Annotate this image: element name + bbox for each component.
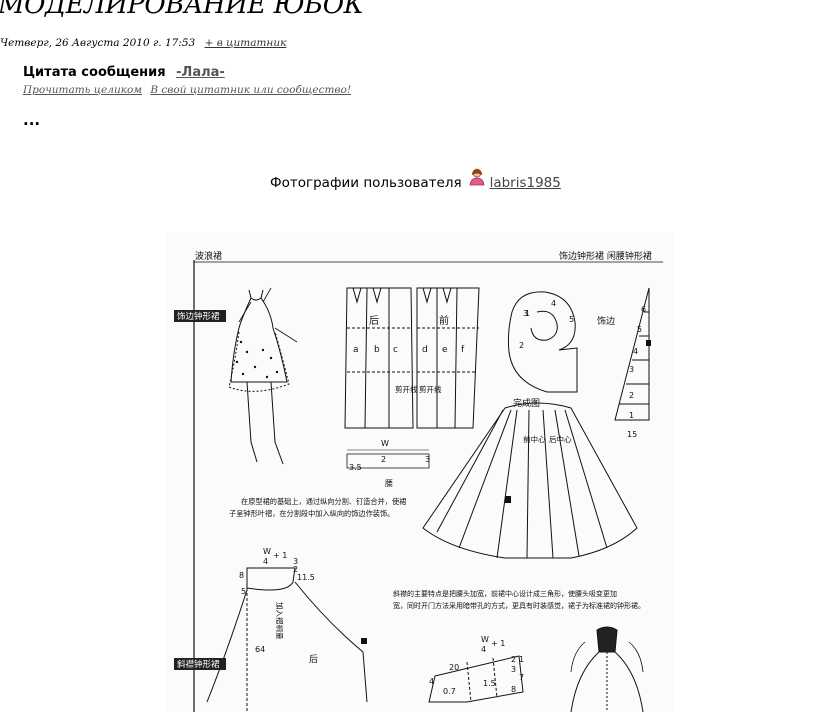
quote-author-link[interactable]: -Лала- <box>176 65 225 80</box>
band-1: 3.5 <box>349 463 362 472</box>
user-icon <box>469 168 485 186</box>
num-3b: 3 <box>511 665 516 674</box>
trim-num-4: 4 <box>633 347 638 356</box>
bottom-w-frac: 4 <box>481 645 486 654</box>
pattern-tag-1: 饰边钟形裙 <box>177 311 220 322</box>
cut-line-1: 剪开线 <box>395 384 418 394</box>
to-quotes-link[interactable]: В свой цитатник или сообщество! <box>150 84 352 96</box>
add-pleat: 加入褶裥量 <box>275 602 285 640</box>
note-1: 在原型裙的基础上，通过纵向分割、钉造合并，使裙 <box>241 497 406 506</box>
bottom-w: W <box>481 635 489 644</box>
pattern-back: 后 <box>369 315 379 327</box>
trim-num-2: 2 <box>629 391 634 400</box>
pattern-front: 前 <box>439 314 449 327</box>
spiral-num-2: 2 <box>519 341 524 350</box>
post-date: Четверг, 26 Августа 2010 г. 17:53 <box>0 37 196 49</box>
pattern-top-right: 饰边钟形裙 闲腰钟形裙 <box>559 250 652 262</box>
left-w-frac: 4 <box>263 557 268 566</box>
center-front: 前中心 <box>523 434 546 444</box>
center-back: 后中心 <box>549 434 572 444</box>
add-to-quotes-link[interactable]: + в цитатник <box>204 37 287 49</box>
user-photos-line: Фотографии пользователя labris1985 <box>270 168 561 192</box>
read-full-link[interactable]: Прочитать целиком <box>23 84 143 96</box>
spiral-num-4: 4 <box>551 299 556 308</box>
num-1-5: 1.5 <box>483 679 496 688</box>
num-4: 4 <box>429 677 434 686</box>
num-20: 20 <box>449 663 459 672</box>
spiral-num-3: 3 <box>523 309 528 318</box>
trim-label: 饰边 <box>597 315 615 327</box>
quote-block: Цитата сообщения -Лала- Прочитать целико… <box>23 65 356 96</box>
num-2: 2 <box>293 565 298 574</box>
post-title: МОДЕЛИРОВАНИЕ ЮБОК <box>0 0 364 20</box>
trim-num-5: 5 <box>637 325 642 334</box>
quote-ellipsis: ... <box>23 111 41 129</box>
panel-letter-b: b <box>374 345 380 355</box>
trim-num-15: 15 <box>627 430 637 439</box>
finished-label: 完成图 <box>513 397 540 409</box>
panel-letter-a: a <box>353 345 359 355</box>
back-lower: 后 <box>309 654 318 665</box>
num-64: 64 <box>255 645 265 654</box>
num-2b: 2 <box>511 655 516 664</box>
num-0-7: 0.7 <box>443 687 456 696</box>
panel-letter-e: e <box>442 345 448 355</box>
note-4: 宽，同时开门方法采用暗带孔的方式，更具有时装感觉，裙子为标准裙的钟形裙。 <box>393 601 645 610</box>
skirt-pattern-image: 波浪裙 饰边钟形裙 闲腰钟形裙 饰边钟形裙 后 a b c 剪开线 前 d e <box>167 232 673 712</box>
bottom-plus: + 1 <box>491 639 505 648</box>
waist-w: W <box>381 439 389 448</box>
user-photos-label: Фотографии пользователя <box>270 175 462 191</box>
panel-letter-f: f <box>461 345 465 355</box>
trim-num-6: 6 <box>641 305 646 314</box>
num-1: 1 <box>519 655 524 664</box>
cut-line-2: 剪开线 <box>419 384 442 394</box>
pattern-top-left: 波浪裙 <box>195 250 222 262</box>
quote-label: Цитата сообщения <box>23 65 166 80</box>
pattern-tag-2: 斜襟钟形裙 <box>177 659 220 670</box>
username-link[interactable]: labris1985 <box>489 175 561 191</box>
num-5: 5 <box>241 587 246 596</box>
spiral-num-5: 5 <box>569 315 574 324</box>
spiral-num-1: 1 <box>525 309 530 318</box>
num-11-5: 11.5 <box>297 573 315 582</box>
trim-num-3: 3 <box>629 365 634 374</box>
note-2: 子呈钟形叶褶，在分割段中加入纵向的饰边作装饰。 <box>229 509 394 518</box>
note-3: 斜襟的主要特点是把腰头加宽，前裙中心设计成三角形，使腰头吸变更加 <box>393 589 617 598</box>
waist-num: 2 <box>381 455 386 464</box>
post-meta: Четверг, 26 Августа 2010 г. 17:53 + в ци… <box>0 37 286 49</box>
num-8b: 8 <box>511 685 516 694</box>
band-2: 3 <box>425 455 430 464</box>
num-8: 8 <box>239 571 244 580</box>
panel-letter-c: c <box>393 345 398 355</box>
trim-num-1: 1 <box>629 411 634 420</box>
panel-letter-d: d <box>422 345 428 355</box>
quote-links: Прочитать целиком В свой цитатник или со… <box>23 84 356 96</box>
quote-header: Цитата сообщения -Лала- <box>23 65 356 80</box>
left-w: W <box>263 547 271 556</box>
left-plus: + 1 <box>273 551 287 560</box>
band-label: 腰 <box>385 479 393 488</box>
num-3: 3 <box>293 557 298 566</box>
